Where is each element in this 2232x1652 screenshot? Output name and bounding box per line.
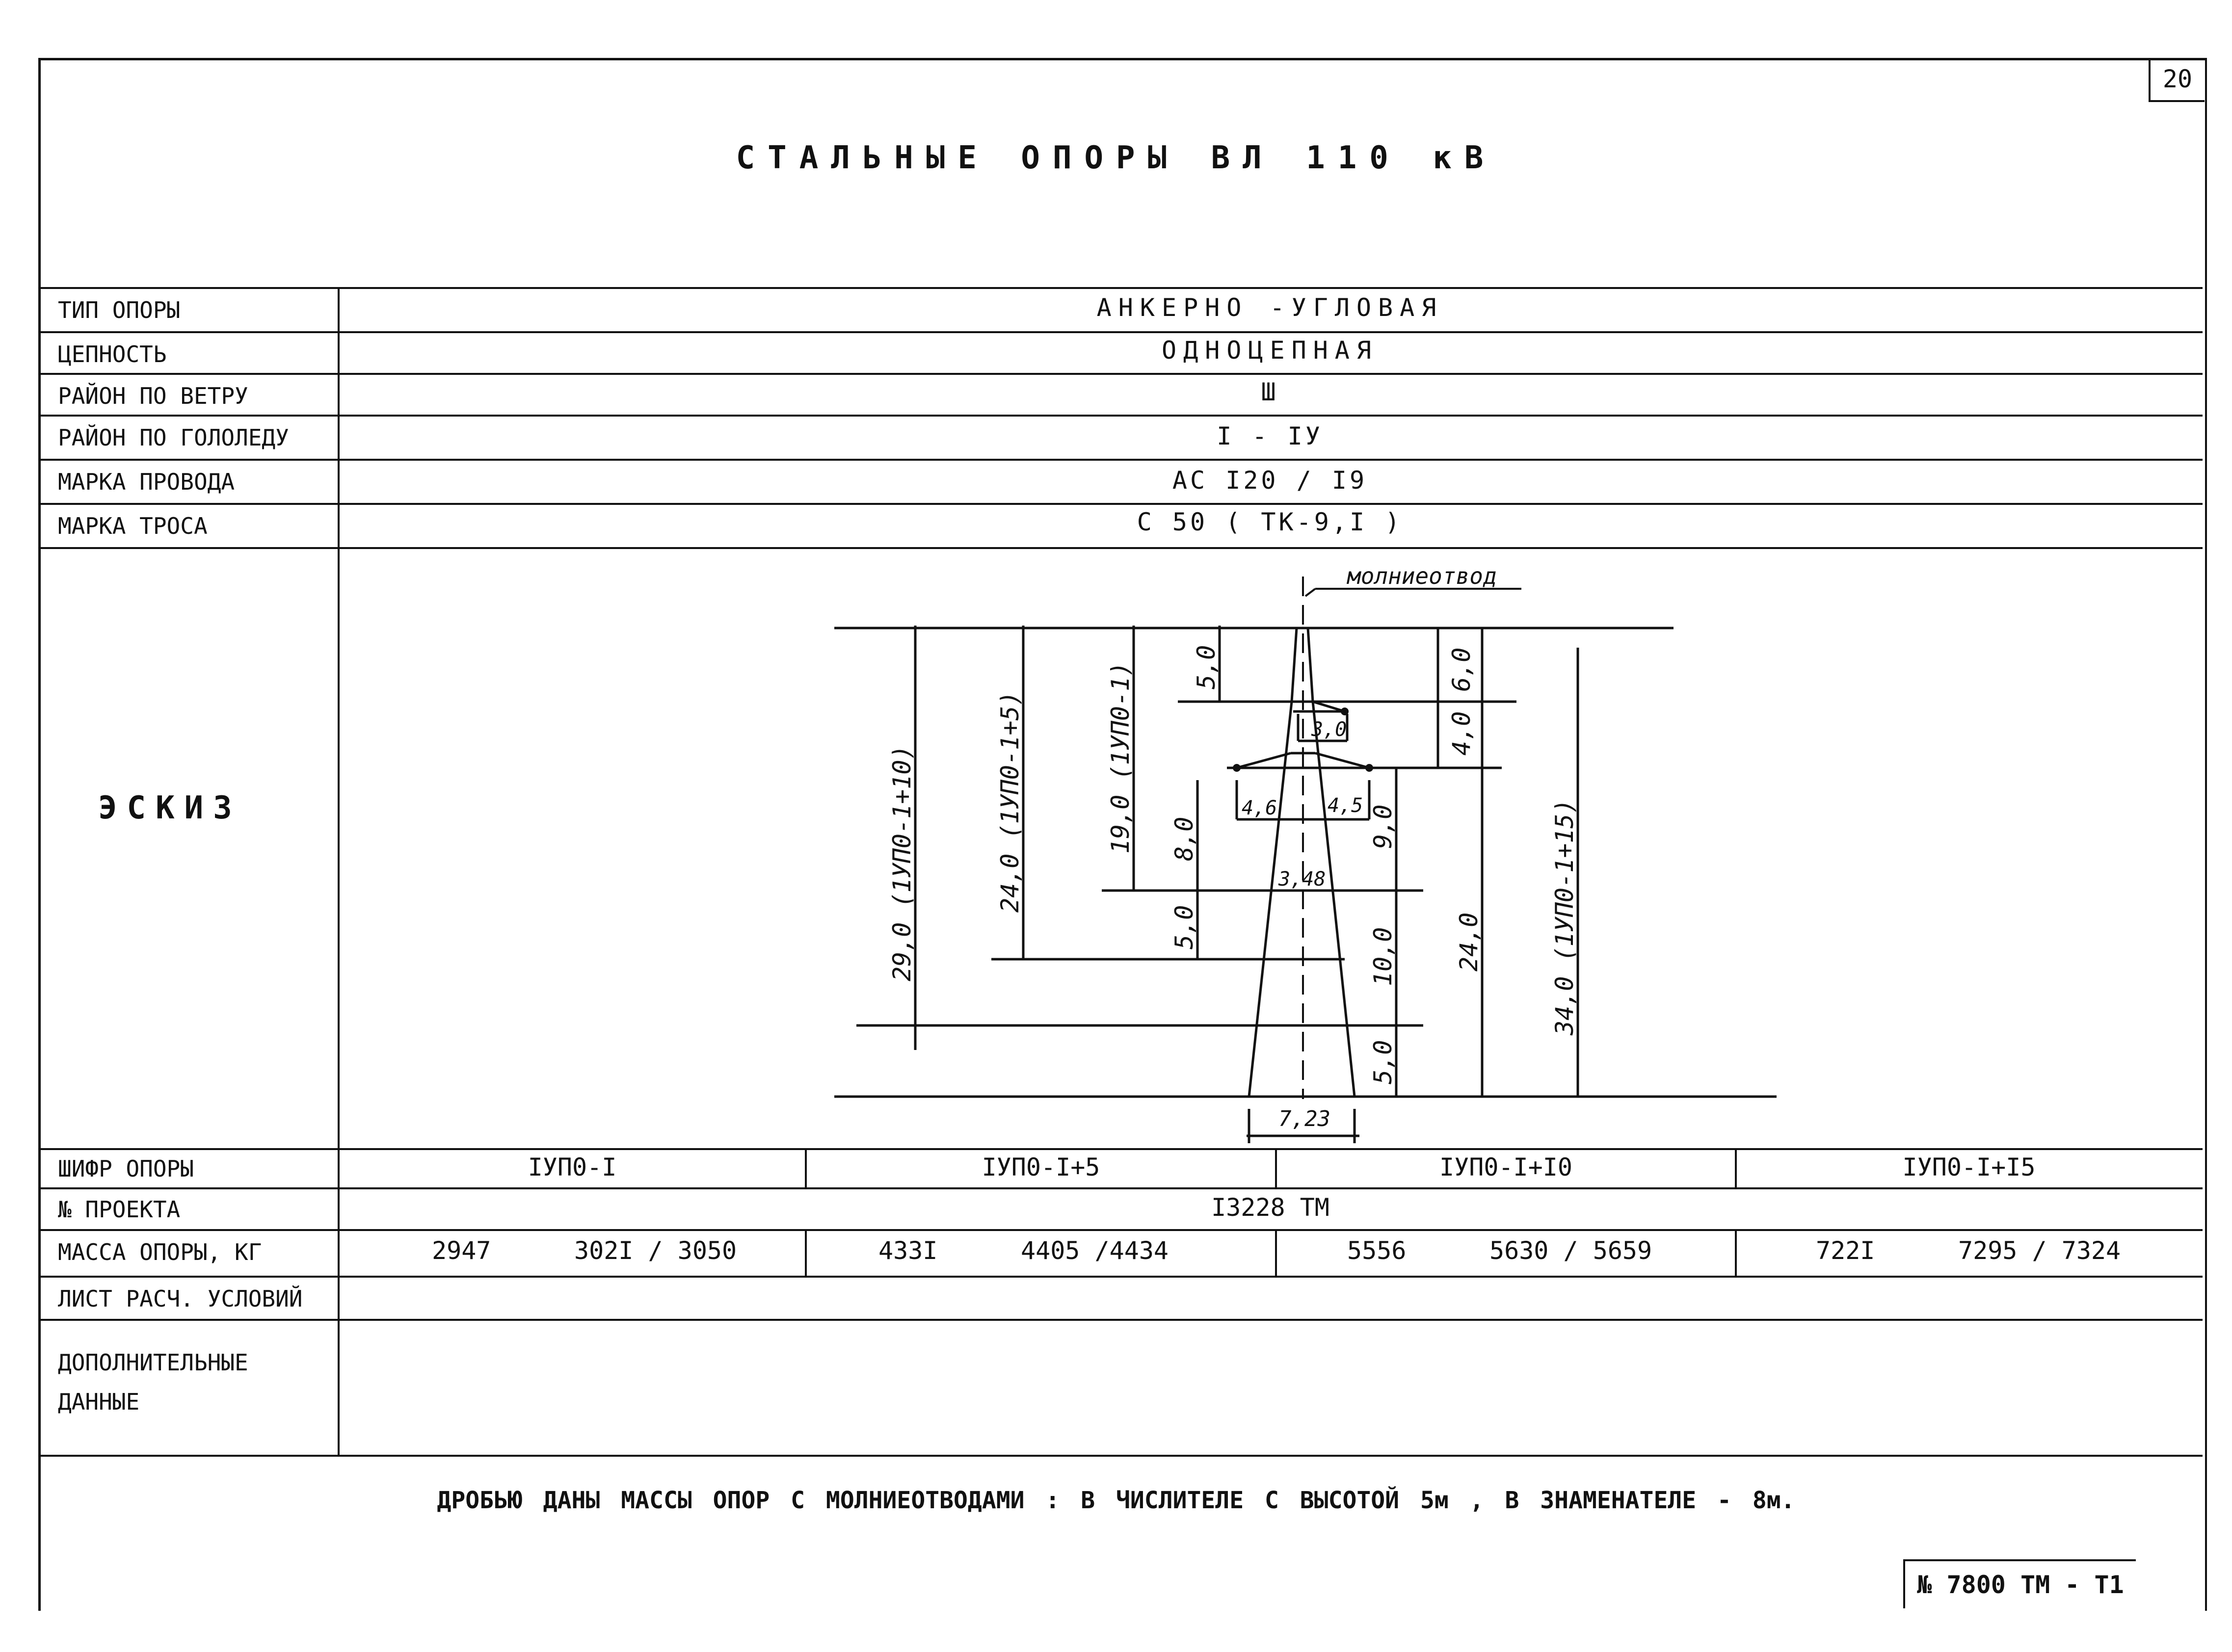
label-wire-grade: МАРКА ПРОВОДА: [58, 469, 235, 495]
dim-top50: 5,0: [1192, 645, 1221, 689]
rule: [38, 1229, 2203, 1231]
mass-base-3: 5556: [1347, 1236, 1407, 1265]
rule: [38, 415, 2203, 417]
mass-base-1: 2947: [432, 1236, 491, 1265]
dim-r240: 24,0: [1455, 913, 1483, 971]
column-divider: [1275, 1148, 1277, 1187]
label-ice-region: РАЙОН ПО ГОЛОЛЕДУ: [58, 424, 289, 451]
mass-rod-4: 7295 / 7324: [1958, 1236, 2121, 1265]
lightning-rod-label: молниеотвод: [1346, 563, 1497, 589]
value-circuits: ОДНОЦЕПНАЯ: [1161, 336, 1379, 365]
sketch-label: ЭСКИЗ: [98, 790, 242, 826]
label-tower-mass: МАССА ОПОРЫ, КГ: [58, 1239, 262, 1265]
rule: [38, 373, 2203, 375]
dim-h34: 34,0 (1УП0-1+15): [1550, 799, 1579, 1036]
dim-r60: 6,0: [1447, 648, 1476, 692]
rule: [38, 547, 2203, 549]
rule: [38, 287, 2203, 289]
rule: [38, 1319, 2203, 1321]
label-calc-sheet: ЛИСТ РАСЧ. УСЛОВИЙ: [58, 1285, 303, 1312]
dim-w723: 7,23: [1278, 1106, 1330, 1131]
value-tower-type: АНКЕРНО -УГЛОВАЯ: [1096, 293, 1443, 322]
dim-r90: 9,0: [1369, 805, 1397, 849]
rule: [38, 331, 2203, 333]
value-wind-region: Ш: [1261, 378, 1279, 406]
mass-base-4: 722I: [1816, 1236, 1875, 1265]
label-tower-code: ШИФР ОПОРЫ: [58, 1155, 194, 1182]
label-cable-grade: МАРКА ТРОСА: [58, 513, 208, 539]
rule: [38, 1276, 2203, 1278]
column-divider: [1275, 1229, 1277, 1276]
tower-code-4: IУП0-I+I5: [1902, 1153, 2036, 1181]
label-circuits: ЦЕПНОСТЬ: [58, 341, 167, 367]
value-ice-region: I - IУ: [1217, 422, 1323, 450]
mass-base-2: 433I: [878, 1236, 938, 1265]
dim-w46: 4,6: [1242, 797, 1277, 819]
label-extra-data-1: ДОПОЛНИТЕЛЬНЫЕ: [58, 1349, 248, 1376]
rule: [38, 503, 2203, 505]
footnote: ДРОБЬЮ ДАНЫ МАССЫ ОПОР С МОЛНИЕОТВОДАМИ …: [437, 1487, 1795, 1514]
value-wire-grade: АС I20 / I9: [1172, 466, 1368, 495]
project-number: I3228 ТМ: [1211, 1193, 1329, 1222]
rule: [38, 1148, 2203, 1150]
drawing-frame: [38, 58, 2207, 1611]
page-title: СТАЛЬНЫЕ ОПОРЫ ВЛ 110 кВ: [736, 140, 1496, 176]
rule: [38, 1455, 2203, 1457]
dim-arm80: 8,0: [1170, 817, 1198, 861]
column-divider: [805, 1148, 807, 1187]
dim-w348: 3,48: [1278, 868, 1326, 891]
rule: [38, 459, 2203, 461]
column-divider: [805, 1229, 807, 1276]
label-project-number: № ПРОЕКТА: [58, 1196, 181, 1223]
rule: [38, 1187, 2203, 1189]
dim-h29: 29,0 (1УП0-1+10): [888, 745, 916, 981]
label-tower-type: ТИП ОПОРЫ: [58, 297, 181, 323]
column-divider: [1735, 1229, 1737, 1276]
mass-rod-3: 5630 / 5659: [1489, 1236, 1652, 1265]
sheet-number: 20: [2149, 58, 2205, 102]
dim-r100: 10,0: [1369, 927, 1397, 986]
dim-r40: 4,0: [1447, 711, 1476, 756]
dim-h19: 19,0 (1УП0-1): [1106, 662, 1135, 854]
label-column-divider: [338, 287, 340, 1455]
dim-h24: 24,0 (1УП0-1+5): [996, 691, 1024, 913]
dim-w30: 3,0: [1311, 718, 1347, 741]
dim-r50: 5,0: [1369, 1040, 1397, 1084]
dim-w45: 4,5: [1328, 794, 1363, 817]
tower-code-2: IУП0-I+5: [982, 1153, 1100, 1181]
tower-code-3: IУП0-I+I0: [1439, 1153, 1572, 1181]
value-cable-grade: С 50 ( ТК-9,I ): [1137, 508, 1403, 536]
mass-rod-1: 302I / 3050: [574, 1236, 737, 1265]
column-divider: [1735, 1148, 1737, 1187]
mass-rod-2: 4405 /4434: [1021, 1236, 1169, 1265]
label-wind-region: РАЙОН ПО ВЕТРУ: [58, 383, 248, 409]
dim-low50: 5,0: [1170, 905, 1198, 949]
document-number: № 7800 ТМ - Т1: [1903, 1559, 2136, 1608]
tower-code-1: IУП0-I: [528, 1153, 617, 1181]
label-extra-data-2: ДАННЫЕ: [58, 1389, 140, 1415]
